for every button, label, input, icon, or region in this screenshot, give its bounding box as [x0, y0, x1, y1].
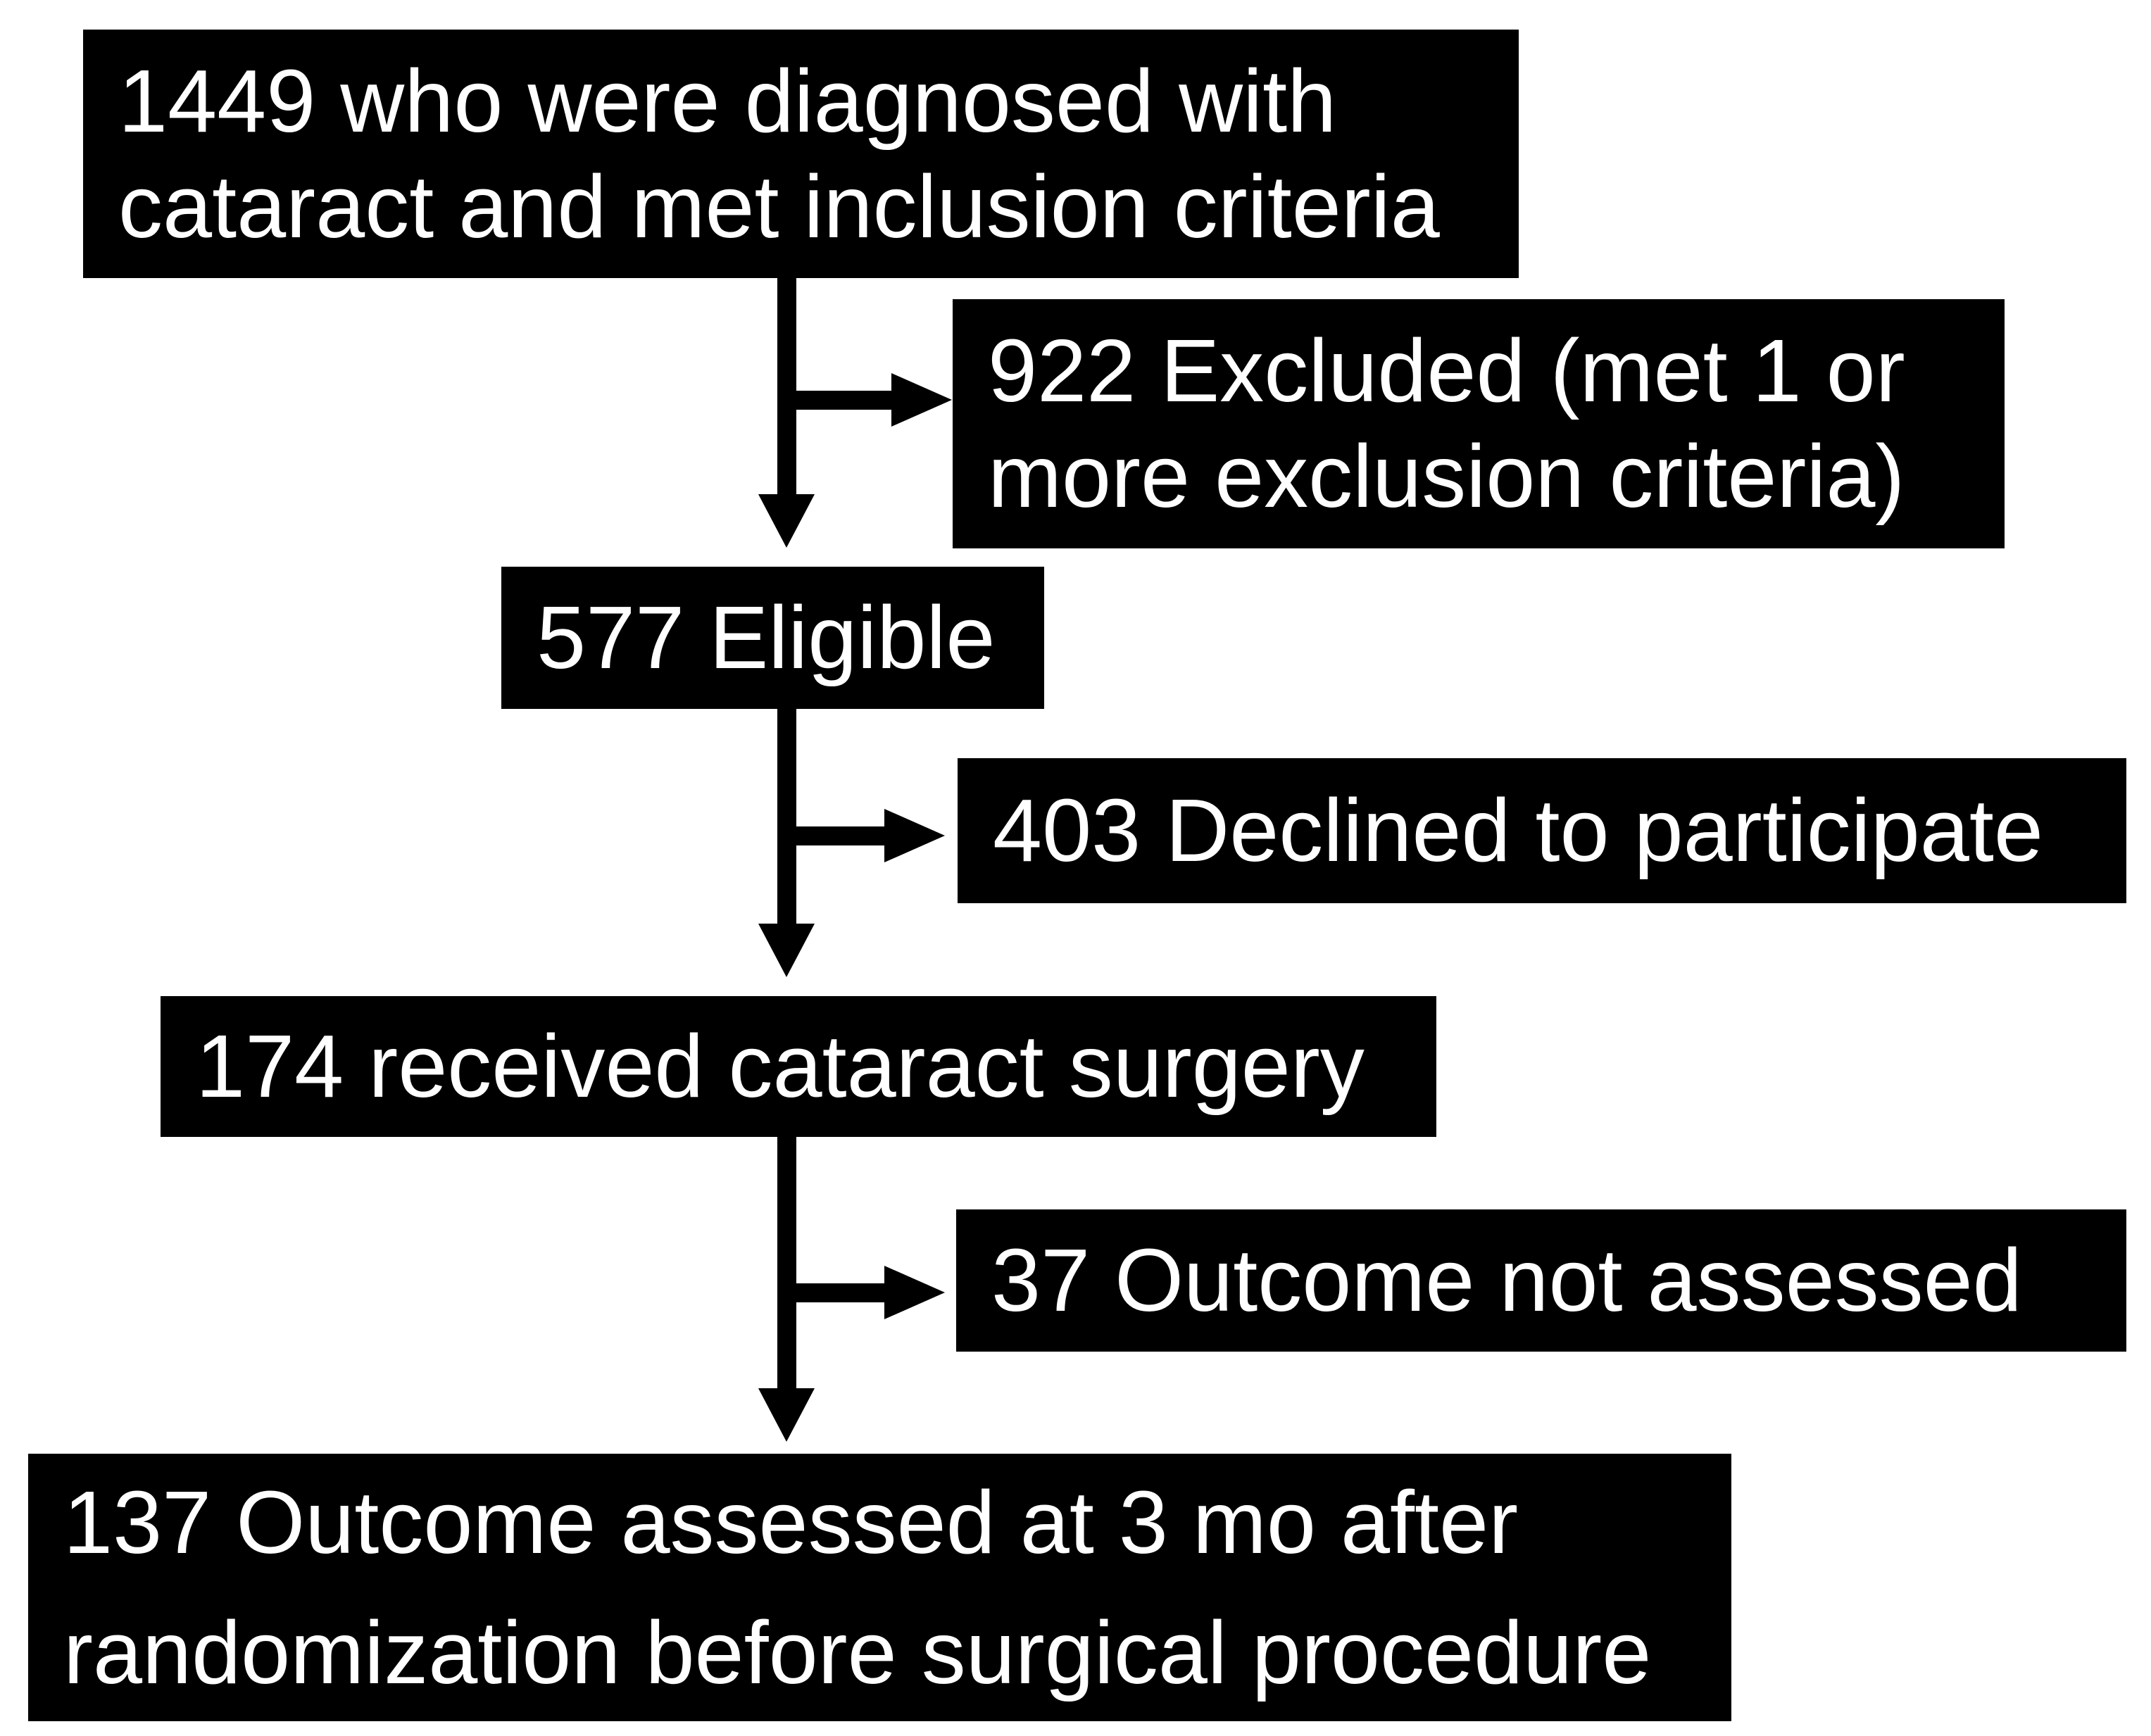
connector-screened-to-eligible	[777, 277, 796, 496]
right-arrowhead-declined-icon	[884, 809, 945, 862]
node-excluded: 922 Excluded (met 1 or more exclusion cr…	[953, 299, 2005, 548]
connector-branch-excluded	[777, 391, 893, 410]
connector-surgery-to-assessed	[777, 1136, 796, 1390]
down-arrowhead-assessed-icon	[758, 1388, 815, 1442]
node-outcome-not-assessed: 37 Outcome not assessed	[956, 1209, 2126, 1352]
connector-branch-declined	[777, 826, 886, 845]
right-arrowhead-excluded-icon	[891, 373, 952, 427]
node-declined: 403 Declined to participate	[958, 758, 2126, 903]
right-arrowhead-not-assessed-icon	[884, 1266, 945, 1319]
node-eligible: 577 Eligible	[501, 567, 1044, 709]
down-arrowhead-surgery-icon	[758, 924, 815, 977]
down-arrowhead-eligible-icon	[758, 494, 815, 548]
node-outcome-assessed: 137 Outcome assessed at 3 mo after rando…	[28, 1454, 1731, 1721]
node-surgery: 174 received cataract surgery	[161, 996, 1436, 1137]
node-screened: 1449 who were diagnosed with cataract an…	[83, 30, 1519, 278]
connector-eligible-to-surgery	[777, 707, 796, 925]
connector-branch-not-assessed	[777, 1283, 886, 1302]
